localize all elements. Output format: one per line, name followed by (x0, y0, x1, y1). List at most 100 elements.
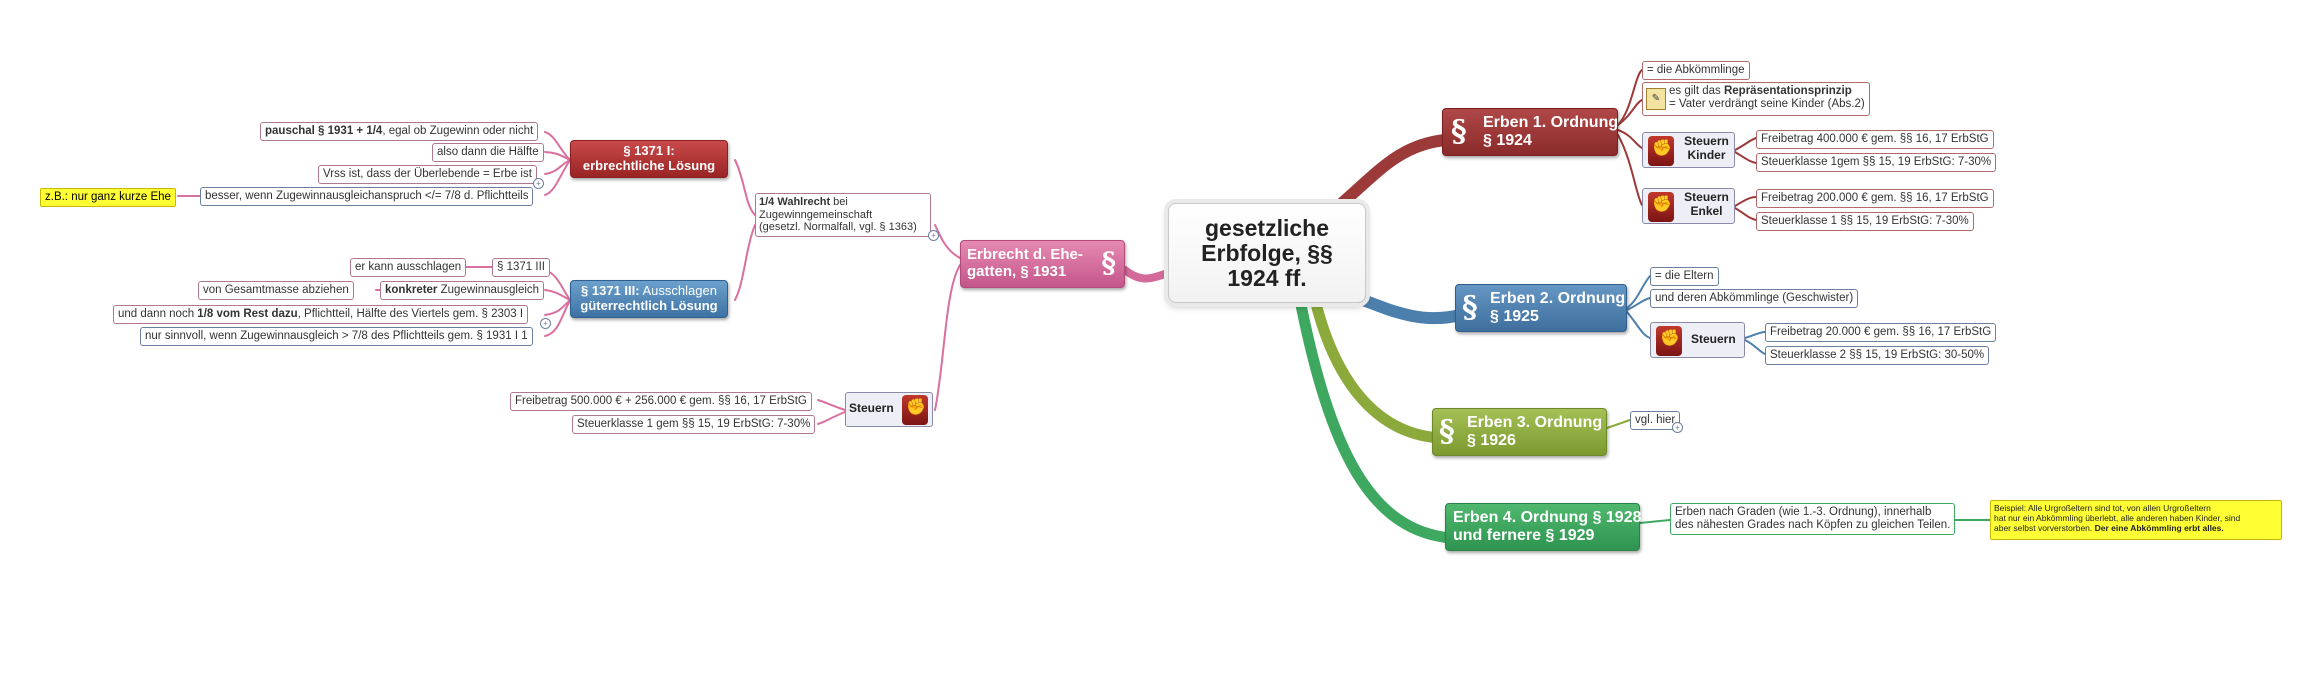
klasse-erben2-text: Steuerklasse 2 §§ 15, 19 ErbStG: 30-50% (1770, 349, 1985, 361)
topic-erben-1[interactable]: § Erben 1. Ordnung § 1924 (1442, 108, 1618, 156)
abkoemmlinge-text: = die Abkömmlinge (1647, 64, 1745, 76)
pauschal-rest: , egal ob Zugewinn oder nicht (382, 125, 534, 137)
topic-erben-4[interactable]: Erben 4. Ordnung § 1928 und fernere § 19… (1445, 503, 1642, 551)
grade-line1: Erben nach Graden (wie 1.-3. Ordnung), i… (1675, 506, 1932, 518)
topic-erbrecht-ehegatten[interactable]: Erbrecht d. Ehe- gatten, § 1931 § (960, 240, 1125, 288)
branch-erben1 (1334, 134, 1451, 211)
enkel-line1: Steuern (1684, 190, 1729, 204)
rep-line1a: es gilt das (1669, 85, 1724, 97)
loesung1-line1: § 1371 I: (623, 143, 675, 158)
leaf-besser[interactable]: besser, wenn Zugewinnausgleichanspruch <… (200, 187, 534, 207)
beispiel-line3b: Der eine Abkömmling erbt alles. (2094, 523, 2224, 534)
leaf-freibetrag-enkel[interactable]: Freibetrag 200.000 € gem. §§ 16, 17 ErbS… (1756, 189, 1994, 209)
leaf-vrss[interactable]: Vrss ist, dass der Überlebende = Erbe is… (318, 165, 537, 185)
leaf-klasse-kinder[interactable]: Steuerklasse 1gem §§ 15, 19 ErbStG: 7-30… (1756, 153, 1997, 173)
leaf-pauschal[interactable]: pauschal § 1931 + 1/4, egal ob Zugewinn … (260, 122, 539, 142)
leaf-gesamtmasse[interactable]: von Gesamtmasse abziehen (198, 281, 354, 301)
besser-text: besser, wenn Zugewinnausgleichanspruch <… (205, 190, 529, 202)
haelfte-text: also dann die Hälfte (437, 146, 539, 158)
leaf-klasse-enkel[interactable]: Steuerklasse 1 §§ 15, 19 ErbStG: 7-30% (1756, 212, 1974, 232)
fist-icon (1656, 326, 1682, 356)
paragraph-icon: § (1462, 290, 1478, 325)
klasse-ehegatte-text: Steuerklasse 1 gem §§ 15, 19 ErbStG: 7-3… (577, 418, 811, 430)
steuern-ehegatte-label: Steuern (849, 401, 894, 415)
leaf-ref-1371-3[interactable]: § 1371 III (492, 258, 550, 278)
leaf-eltern[interactable]: = die Eltern (1650, 267, 1719, 287)
freibetrag-erben2-text: Freibetrag 20.000 € gem. §§ 16, 17 ErbSt… (1770, 326, 1992, 338)
rep-line1b: Repräsentationsprinzip (1723, 85, 1852, 97)
loesung1-line2: erbrechtliche Lösung (582, 157, 716, 173)
erben4-line1: Erben 4. Ordnung § 1928 (1453, 509, 1642, 526)
leaf-rest[interactable]: und dann noch 1/8 vom Rest dazu, Pflicht… (113, 305, 529, 325)
topic-loesung-1371-1[interactable]: § 1371 I: erbrechtliche Lösung (570, 140, 728, 178)
fist-icon (1648, 192, 1674, 222)
branch-ehegatten (1121, 266, 1174, 283)
topic-ehegatten-line2: gatten, § 1931 (967, 263, 1067, 281)
geschwister-text: und deren Abkömmlinge (Geschwister) (1655, 292, 1854, 304)
leaf-ausschlagen[interactable]: er kann ausschlagen (350, 258, 467, 278)
expand-icon[interactable]: + (1672, 422, 1683, 433)
kurze-ehe-text: z.B.: nur ganz kurze Ehe (45, 191, 171, 203)
expand-icon[interactable]: + (533, 178, 544, 189)
leaf-geschwister[interactable]: und deren Abkömmlinge (Geschwister) (1650, 289, 1859, 309)
leaf-freibetrag-ehegatte[interactable]: Freibetrag 500.000 € + 256.000 € gem. §§… (510, 392, 812, 412)
topic-steuern-enkel[interactable]: Steuern Enkel (1642, 188, 1735, 224)
wahlrecht-rest: bei (830, 196, 848, 208)
expand-icon[interactable]: + (928, 230, 939, 241)
vrss-text: Vrss ist, dass der Überlebende = Erbe is… (323, 168, 532, 180)
leaf-abkoemmlinge[interactable]: = die Abkömmlinge (1642, 61, 1750, 81)
freibetrag-kinder-text: Freibetrag 400.000 € gem. §§ 16, 17 ErbS… (1761, 133, 1989, 145)
topic-erben-2[interactable]: § Erben 2. Ordnung § 1925 (1455, 284, 1627, 332)
konkreter-rest: Zugewinnausgleich (437, 284, 540, 296)
rest-c: , Pflichtteil, Hälfte des Viertels gem. … (297, 308, 524, 320)
leaf-freibetrag-kinder[interactable]: Freibetrag 400.000 € gem. §§ 16, 17 ErbS… (1756, 130, 1994, 150)
topic-erben-3[interactable]: § Erben 3. Ordnung § 1926 (1432, 408, 1607, 456)
topic-steuern-ehegatte[interactable]: Steuern (845, 392, 933, 427)
central-topic-line3: 1924 ff. (1227, 264, 1307, 291)
note-wahlrecht[interactable]: 1/4 Wahlrecht bei Zugewinngemeinschaft (… (755, 193, 931, 237)
wahlrecht-line3: (gesetzl. Normalfall, vgl. § 1363) (759, 221, 917, 234)
topic-steuern-erben2[interactable]: Steuern (1650, 322, 1745, 358)
expand-icon[interactable]: + (540, 318, 551, 329)
note-beispiel[interactable]: Beispiel: Alle Urgroßeltern sind tot, vo… (1990, 500, 2282, 540)
leaf-repraesentation[interactable]: ✎ es gilt das Repräsentationsprinzip = V… (1642, 82, 1870, 116)
wahlrecht-bold: 1/4 Wahlrecht (759, 196, 831, 208)
klasse-enkel-text: Steuerklasse 1 §§ 15, 19 ErbStG: 7-30% (1761, 215, 1969, 227)
fist-icon (902, 395, 928, 425)
leaf-klasse-ehegatte[interactable]: Steuerklasse 1 gem §§ 15, 19 ErbStG: 7-3… (572, 415, 816, 435)
paragraph-icon: § (1101, 246, 1116, 279)
rest-bold: 1/8 vom Rest dazu (197, 308, 298, 320)
leaf-freibetrag-erben2[interactable]: Freibetrag 20.000 € gem. §§ 16, 17 ErbSt… (1765, 323, 1997, 343)
note-kurze-ehe[interactable]: z.B.: nur ganz kurze Ehe (40, 188, 176, 208)
erben2-line2: § 1925 (1490, 308, 1539, 326)
branch-erben4 (1294, 294, 1456, 544)
leaf-klasse-erben2[interactable]: Steuerklasse 2 §§ 15, 19 ErbStG: 30-50% (1765, 346, 1990, 366)
gesamtmasse-text: von Gesamtmasse abziehen (203, 284, 349, 296)
erben1-line2: § 1924 (1483, 132, 1532, 150)
leaf-sinnvoll[interactable]: nur sinnvoll, wenn Zugewinnausgleich > 7… (140, 327, 533, 347)
loesung3-line1: § 1371 III: (581, 283, 640, 298)
leaf-grade[interactable]: Erben nach Graden (wie 1.-3. Ordnung), i… (1670, 503, 1956, 536)
sinnvoll-text: nur sinnvoll, wenn Zugewinnausgleich > 7… (145, 330, 528, 342)
topic-steuern-kinder[interactable]: Steuern Kinder (1642, 132, 1735, 168)
klasse-kinder-text: Steuerklasse 1gem §§ 15, 19 ErbStG: 7-30… (1761, 156, 1992, 168)
ref-1371-3-text: § 1371 III (497, 261, 545, 273)
leaf-vgl-hier[interactable]: vgl. hier (1630, 411, 1681, 431)
vgl-hier-text: vgl. hier (1635, 414, 1676, 426)
erben2-line1: Erben 2. Ordnung (1490, 290, 1626, 307)
leaf-haelfte[interactable]: also dann die Hälfte (432, 143, 544, 163)
kinder-line2: Kinder (1687, 147, 1726, 162)
topic-ehegatten-line1: Erbrecht d. Ehe- (967, 246, 1083, 263)
konkreter-bold: konkreter (385, 284, 438, 296)
paragraph-icon: § (1451, 114, 1467, 149)
leaf-konkreter[interactable]: konkreter Zugewinnausgleich (380, 281, 545, 301)
topic-loesung-1371-3[interactable]: § 1371 III: Ausschlagen güterrechtlich L… (570, 280, 728, 318)
central-topic-line1: gesetzliche (1205, 215, 1329, 241)
erben3-line2: § 1926 (1467, 432, 1516, 450)
central-topic[interactable]: gesetzliche Erbfolge, §§ 1924 ff. (1168, 203, 1366, 303)
steuern-erben2-label: Steuern (1691, 332, 1736, 346)
note-icon: ✎ (1646, 88, 1666, 110)
ausschlagen-text: er kann ausschlagen (355, 261, 462, 273)
erben4-line2: und fernere § 1929 (1453, 527, 1595, 545)
loesung3-line2: güterrechtlich Lösung (580, 297, 718, 313)
